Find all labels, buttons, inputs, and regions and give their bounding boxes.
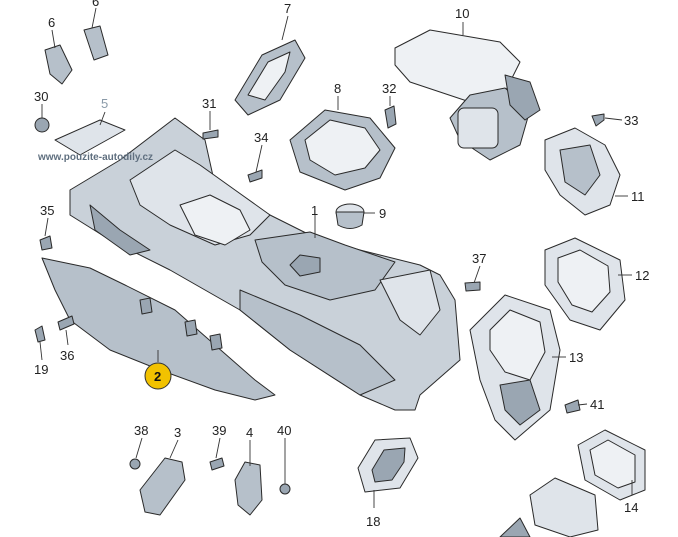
label-3: 3 (174, 425, 181, 440)
screw-part-39 (209, 457, 225, 471)
label-2: 2 (154, 369, 161, 384)
label-10: 10 (455, 6, 469, 21)
side-trim-part-2 (41, 257, 276, 401)
clip-part-32 (384, 105, 397, 129)
grommet-part-30 (34, 117, 50, 133)
screw-part-41 (564, 399, 581, 414)
label-30: 30 (34, 89, 48, 104)
tray-part-8 (289, 109, 396, 191)
screw-part-31 (202, 129, 219, 140)
vent-frame-part-14 (499, 429, 646, 537)
label-14: 14 (624, 500, 638, 515)
label-39: 39 (212, 423, 226, 438)
bracket-part-3 (139, 457, 186, 516)
label-40: 40 (277, 423, 291, 438)
label-11: 11 (631, 189, 645, 204)
vent-frame-part-13 (469, 294, 561, 441)
label-1: 1 (311, 203, 318, 218)
bracket-part-6 (44, 25, 109, 85)
label-32: 32 (382, 81, 396, 96)
label-37: 37 (472, 251, 486, 266)
screw-part-36 (57, 315, 75, 331)
label-35: 35 (40, 203, 54, 218)
label-41: 41 (590, 397, 604, 412)
vent-frame-part-12 (544, 237, 626, 331)
label-6a: 6 (48, 15, 55, 30)
panel-part-5 (54, 119, 126, 156)
bracket-part-4 (234, 461, 263, 516)
screw-part-34 (247, 169, 263, 183)
leader-lines (39, 7, 633, 508)
center-console-part-1 (69, 117, 461, 411)
label-5: 5 (101, 96, 108, 111)
label-9: 9 (379, 206, 386, 221)
label-38: 38 (134, 423, 148, 438)
bracket-part-11 (544, 127, 621, 216)
label-19: 19 (34, 362, 48, 377)
part-labels: 1 2 3 4 5 6 6 7 8 9 10 11 12 13 14 18 19… (34, 0, 649, 529)
cup-insert-part-9 (335, 203, 365, 229)
watermark: www.pouzite-autodily.cz (37, 152, 153, 163)
label-12: 12 (635, 268, 649, 283)
label-13: 13 (569, 350, 583, 365)
cover-part-7 (234, 39, 306, 116)
label-33: 33 (624, 113, 638, 128)
vent-part-18 (357, 437, 419, 493)
label-4: 4 (246, 425, 253, 440)
label-18: 18 (366, 514, 380, 529)
label-6b: 6 (92, 0, 99, 9)
screw-part-33 (591, 113, 605, 127)
label-8: 8 (334, 81, 341, 96)
nut-part-40 (279, 483, 291, 495)
clip-part-19 (34, 325, 46, 343)
clip-part-35 (39, 235, 53, 251)
fasteners (34, 105, 605, 495)
highlight-badge (144, 362, 172, 390)
label-31: 31 (202, 96, 216, 111)
nut-part-38 (129, 458, 141, 470)
screw-part-37 (464, 281, 481, 292)
label-36: 36 (60, 348, 74, 363)
label-7: 7 (284, 1, 291, 16)
armrest-part-10 (394, 29, 541, 161)
label-34: 34 (254, 130, 268, 145)
